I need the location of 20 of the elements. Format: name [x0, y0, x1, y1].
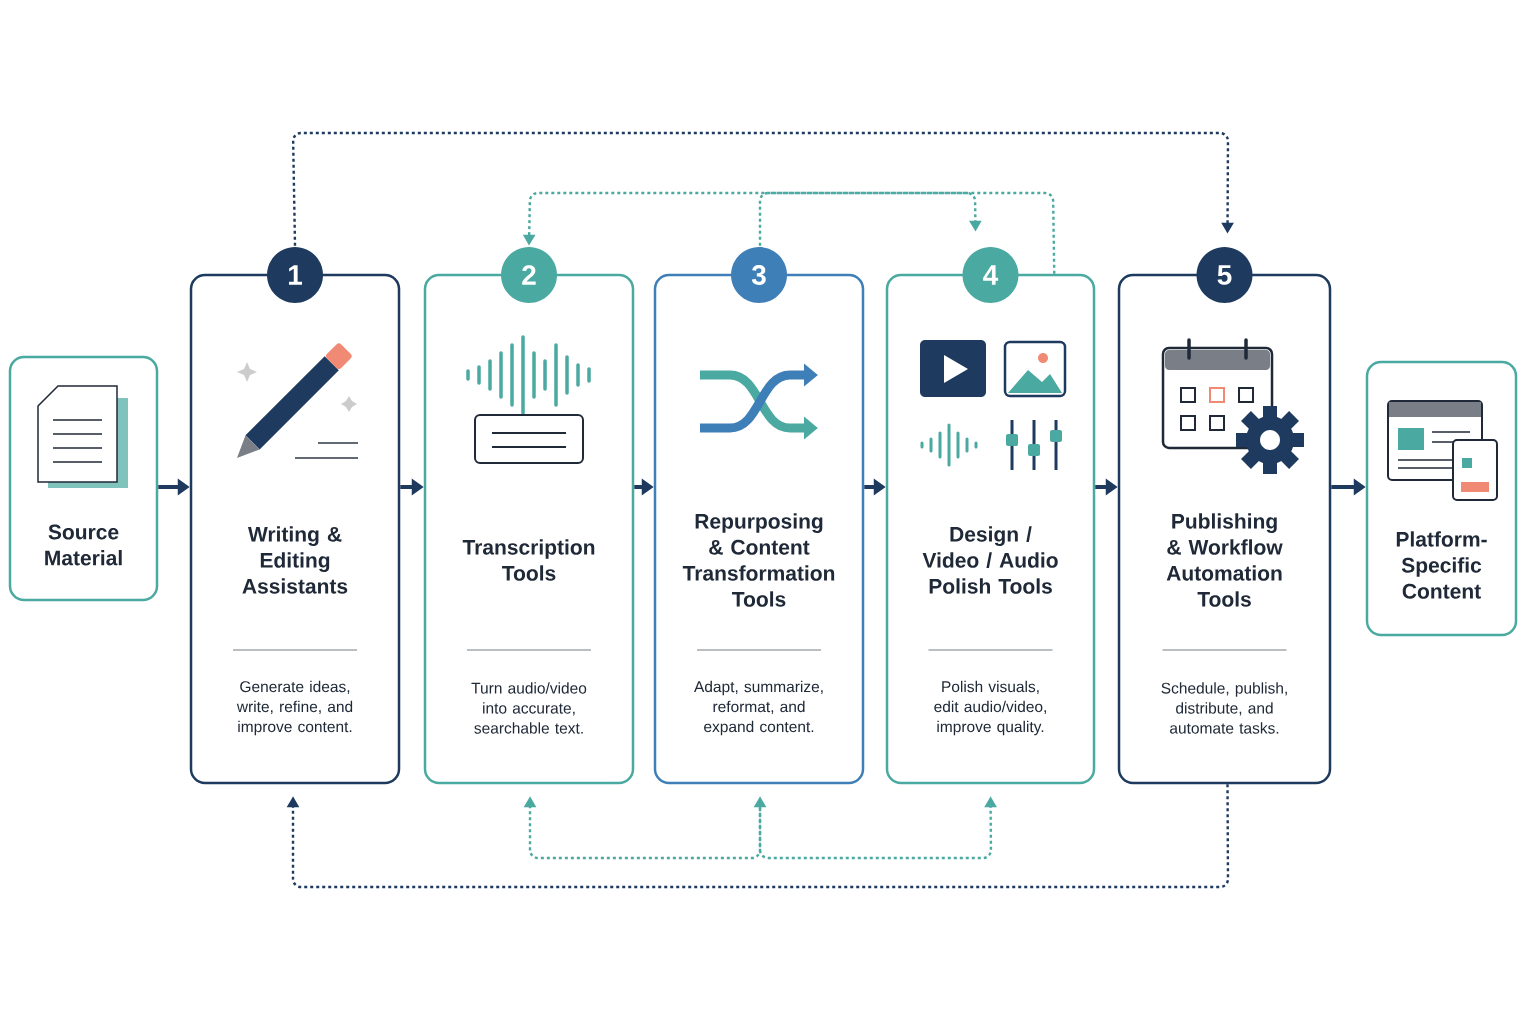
- description: Generate ideas, write, refine, and improve content.: [236, 680, 353, 736]
- step-number: 4: [962, 247, 1019, 303]
- step-number: 3: [731, 247, 787, 303]
- card-title: Writing & Editing Assistants: [242, 526, 348, 594]
- description: Schedule, publish, distribute, and automate tasks.: [1161, 682, 1287, 734]
- arrow: [291, 131, 1234, 246]
- description: Polish visuals, edit audio/video, improve quality.: [934, 680, 1046, 736]
- card-title: Design / Video / Audio Polish Tools: [922, 526, 1058, 594]
- arrow: [758, 191, 982, 246]
- card-title: Transcription Tools: [462, 539, 595, 581]
- step-number: 1: [267, 247, 323, 303]
- card-title: Repurposing & Content Transformation Tools: [682, 513, 835, 607]
- card-title: Publishing & Workflow Automation Tools: [1166, 513, 1283, 607]
- step-number: 2: [501, 247, 557, 303]
- box-label: Platform-Specific Content: [1396, 531, 1487, 599]
- box-label: Source Material: [45, 524, 122, 566]
- step-number: 5: [1196, 247, 1253, 303]
- description: Adapt, summarize, reformat, and expand content.: [694, 680, 823, 736]
- arrow: [286, 784, 1230, 889]
- description: Turn audio/video into accurate, searchable text.: [471, 682, 587, 734]
